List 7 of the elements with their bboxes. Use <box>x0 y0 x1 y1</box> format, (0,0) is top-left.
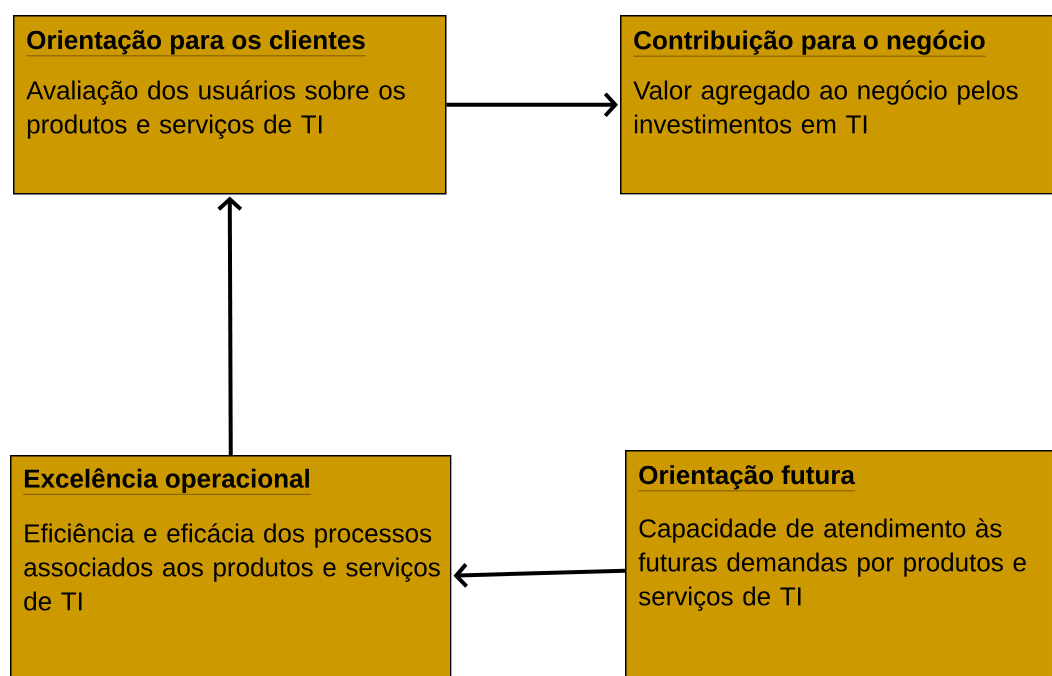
arrow <box>446 92 618 118</box>
text-box: Contribuição para o negócio Valor agregado ao negócio pelos investimentos em TI <box>620 15 1052 195</box>
text-box: Orientação futura Capacidade de atendimento às futuras demandas por produtos e serviços de TI <box>625 450 1052 676</box>
arrow <box>217 196 243 455</box>
text-box: Orientação para os clientes Avaliação dos usuários sobre os produtos e serviços de TI <box>13 15 447 195</box>
text-box: Excelência operacional Eficiência e eficácia dos processos associados aos produtos e serviços de TI <box>10 455 452 676</box>
arrow <box>453 563 626 588</box>
